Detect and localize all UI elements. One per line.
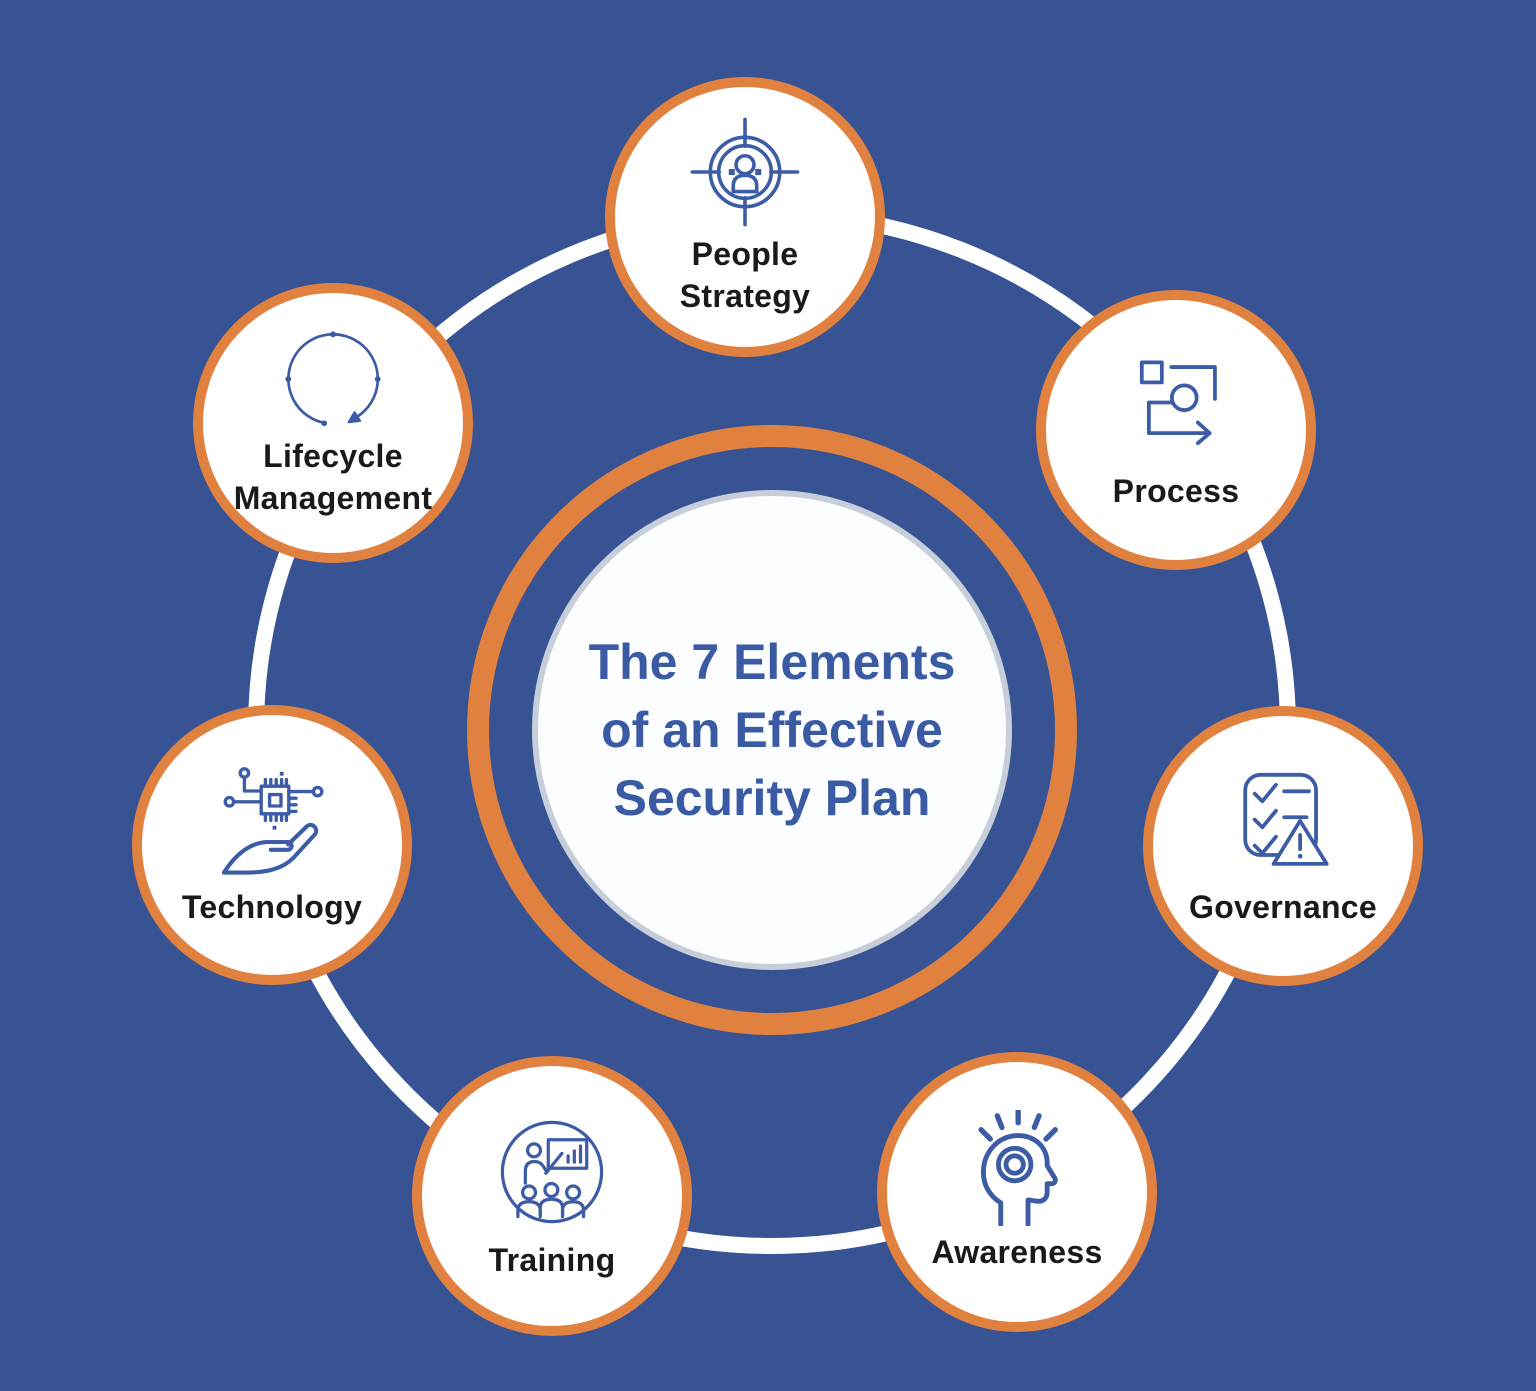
checklist-warning-icon xyxy=(1243,773,1329,866)
node-lifecycle-management: Lifecycle Management xyxy=(193,283,473,563)
node-label: Awareness xyxy=(931,1234,1103,1271)
node-label: Training xyxy=(488,1242,616,1279)
node-governance: Governance xyxy=(1143,706,1423,986)
mind-awareness-icon xyxy=(978,1110,1058,1227)
presentation-training-icon xyxy=(500,1120,604,1224)
node-training: Training xyxy=(412,1056,692,1336)
node-people-strategy: People Strategy xyxy=(605,77,885,357)
node-label: Governance xyxy=(1189,889,1377,926)
node-awareness: Awareness xyxy=(877,1052,1157,1332)
diagram-title-line1: The 7 Elements xyxy=(588,634,956,690)
node-label: Lifecycle Management xyxy=(233,438,433,516)
node-label: People Strategy xyxy=(679,236,811,314)
target-person-icon xyxy=(690,117,800,227)
node-technology: Technology xyxy=(132,705,412,985)
diagram-title: The 7 Elements of an Effective Security … xyxy=(589,628,956,832)
node-label: Process xyxy=(1112,473,1240,510)
lifecycle-arrows-icon xyxy=(285,331,381,427)
diagram-title-line3: Security Plan xyxy=(613,770,931,826)
node-process: Process xyxy=(1036,290,1316,570)
workflow-arrow-icon xyxy=(1139,360,1217,446)
diagram-title-line2: of an Effective xyxy=(601,702,943,758)
node-label: Technology xyxy=(181,889,363,926)
center-circle: The 7 Elements of an Effective Security … xyxy=(532,490,1012,970)
hand-chip-icon xyxy=(221,767,324,875)
